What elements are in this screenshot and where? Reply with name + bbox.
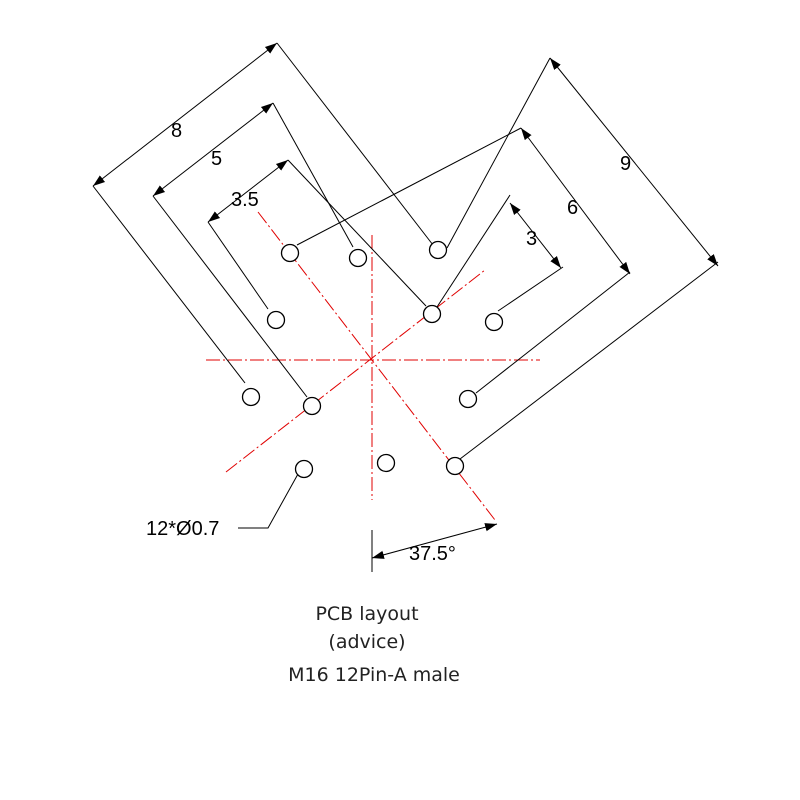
- dimension-label-9: 9: [620, 153, 631, 175]
- caption-line-3: M16 12Pin-A male: [288, 664, 460, 686]
- centerlines: [206, 211, 540, 521]
- pin-hole: [294, 459, 314, 479]
- dimension-line-3-5: [207, 159, 289, 223]
- dimension-line-9: [549, 57, 719, 267]
- dimension-line-3: [509, 202, 562, 269]
- dimension-label-angle: 37.5°: [409, 543, 456, 565]
- extension-line: [475, 271, 631, 394]
- pin-hole: [458, 389, 478, 409]
- dimension-line-8: [92, 42, 278, 187]
- extension-line: [207, 221, 269, 310]
- extension-line: [272, 102, 354, 248]
- extension-line: [152, 195, 308, 398]
- pin-hole: [422, 304, 442, 324]
- dimension-label-3: 3: [526, 228, 537, 250]
- dimension-line-6: [520, 127, 631, 275]
- dimension-line-angle: [371, 523, 498, 559]
- extension-line: [276, 42, 434, 246]
- dimension-label-6: 6: [567, 197, 578, 219]
- centerline-diagonal-a: [257, 211, 496, 521]
- extension-line: [92, 185, 246, 384]
- extension-lines: [92, 42, 719, 572]
- dimension-label-3-5: 3.5: [231, 189, 259, 211]
- pin-hole: [376, 453, 396, 473]
- pin-hole: [280, 243, 300, 263]
- pin-hole: [484, 312, 504, 332]
- pin-hole: [266, 310, 286, 330]
- dimension-line-5: [152, 102, 274, 197]
- dimension-label-5: 5: [211, 148, 222, 170]
- pin-hole: [302, 396, 322, 416]
- caption-line-2: (advice): [328, 631, 405, 653]
- pin-hole: [445, 456, 465, 476]
- dimension-label-8: 8: [171, 120, 182, 142]
- pin-hole: [241, 387, 261, 407]
- extension-line: [446, 57, 551, 249]
- extension-line: [436, 194, 511, 308]
- extension-line: [296, 127, 522, 246]
- caption-line-1: PCB layout: [315, 603, 418, 625]
- pin-hole: [348, 248, 368, 268]
- hole-callout-label: 12*Ø0.7: [146, 518, 219, 540]
- extension-line: [459, 261, 719, 460]
- pin-hole: [428, 240, 448, 260]
- dimension-lines: [92, 42, 719, 559]
- extension-line: [287, 159, 427, 307]
- extension-line: [497, 266, 564, 312]
- centerline-diagonal-b: [225, 269, 486, 473]
- pin-holes: [241, 240, 504, 479]
- hole-callout-leader: [238, 473, 299, 529]
